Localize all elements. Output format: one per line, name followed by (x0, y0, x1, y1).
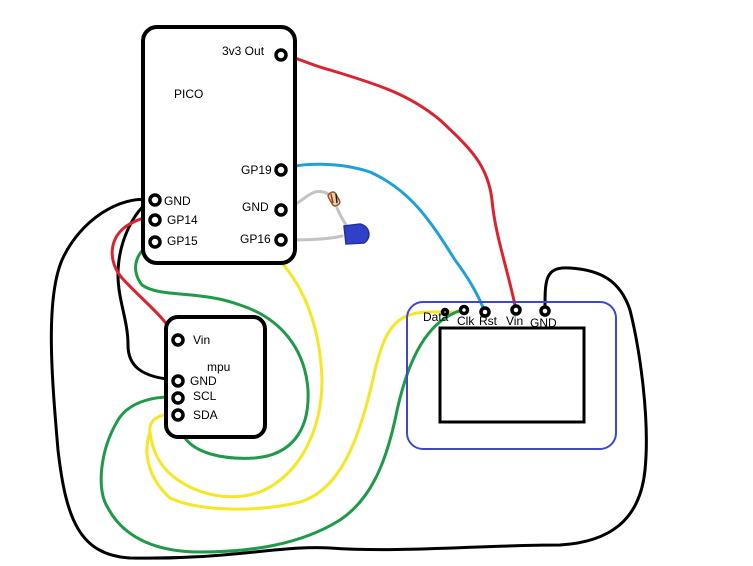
mpu-pin-gnd (171, 374, 185, 388)
display-pin-data (440, 307, 450, 317)
resistor-band-1 (330, 193, 334, 204)
pin-gp15 (148, 235, 162, 249)
display-pin-gnd (539, 305, 551, 317)
mpu-pin-vin-label: Vin (193, 333, 210, 347)
pin-3v3-out-label: 3v3 Out (222, 44, 265, 58)
mpu-pin-vin (171, 333, 185, 347)
mpu-outline (164, 315, 267, 439)
display-module: Data Clk Rst Vin GND (406, 301, 617, 450)
pin-gnd-left-label: GND (164, 194, 191, 208)
mpu-board: mpu Vin GND SCL SDA (164, 315, 267, 439)
display-pin-vin-label: Vin (506, 314, 523, 328)
display-pin-rst (479, 306, 491, 318)
mpu-pin-gnd-label: GND (190, 374, 217, 388)
pico-board: PICO 3v3 Out GP19 GND GP16 GND GP14 GP15 (141, 25, 297, 265)
mpu-title: mpu (207, 360, 230, 374)
pin-gp14-label: GP14 (167, 213, 198, 227)
led (343, 223, 370, 245)
display-pin-vin (510, 304, 522, 316)
pico-title: PICO (174, 87, 203, 101)
resistor-band-2 (335, 193, 338, 204)
mpu-pin-scl-label: SCL (193, 389, 217, 403)
resistor-body (327, 191, 341, 207)
pin-gp19 (274, 163, 288, 177)
pin-gp19-label: GP19 (241, 163, 272, 177)
pin-gp16 (274, 233, 288, 247)
mpu-pin-scl (171, 391, 185, 405)
pin-gp14 (148, 213, 162, 227)
display-screen (438, 326, 586, 424)
display-pin-rst-label: Rst (479, 314, 498, 328)
display-pin-data-label: Data (423, 310, 449, 324)
resistor (327, 191, 341, 207)
gp19-display-rst-wire (279, 162, 487, 314)
pin-3v3-out (274, 48, 288, 62)
pin-gnd-left (148, 193, 162, 207)
display-pin-gnd-label: GND (530, 316, 557, 330)
mpu-pin-sda-label: SDA (193, 408, 218, 422)
pin-gp16-label: GP16 (240, 232, 271, 246)
display-pin-clk (458, 304, 470, 316)
yellow-display-data-branch (145, 310, 460, 511)
gp15-scl-wire (134, 240, 310, 460)
pin-gnd-right (274, 203, 288, 217)
mpu-pin-sda (171, 408, 185, 422)
pico-outline (141, 25, 297, 265)
3v3-display-vin-wire (279, 53, 518, 312)
display-outline (406, 301, 617, 450)
pin-gp15-label: GP15 (167, 234, 198, 248)
scl-display-clk-wire (99, 308, 466, 554)
ground-loop-wire (49, 197, 648, 560)
display-pin-clk-label: Clk (457, 314, 475, 328)
pin-gnd-right-label: GND (242, 200, 269, 214)
